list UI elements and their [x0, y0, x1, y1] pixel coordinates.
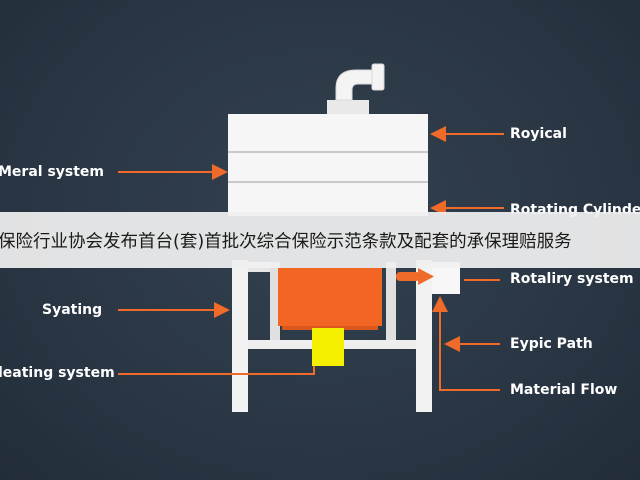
- label-eypic-path: Eypic Path: [510, 336, 593, 352]
- arrow-heating-system: [118, 366, 315, 375]
- label-material-flow: Material Flow: [510, 382, 618, 398]
- rotating-cylinder: [228, 114, 428, 216]
- callout-arrows: [118, 126, 504, 391]
- arrow-material-flow: [432, 296, 500, 391]
- label-royical: Royical: [510, 126, 567, 142]
- banner-text: 保险行业协会发布首台(套)首批次综合保险示范条款及配套的承保理赔服务: [0, 231, 572, 252]
- label-mineral-system: Meral system: [0, 164, 105, 180]
- elbow-pipe: [327, 63, 385, 114]
- label-syating: Syating: [42, 302, 103, 318]
- headline-banner: 保险行业协会发布首台(套)首批次综合保险示范条款及配套的承保理赔服务: [0, 212, 640, 268]
- label-heating-system: leating system: [0, 365, 115, 381]
- hopper: [278, 268, 382, 326]
- flow-arrow: [396, 268, 434, 285]
- label-rotaliry-system: Rotaliry system: [510, 271, 634, 287]
- heater-block: [312, 328, 344, 366]
